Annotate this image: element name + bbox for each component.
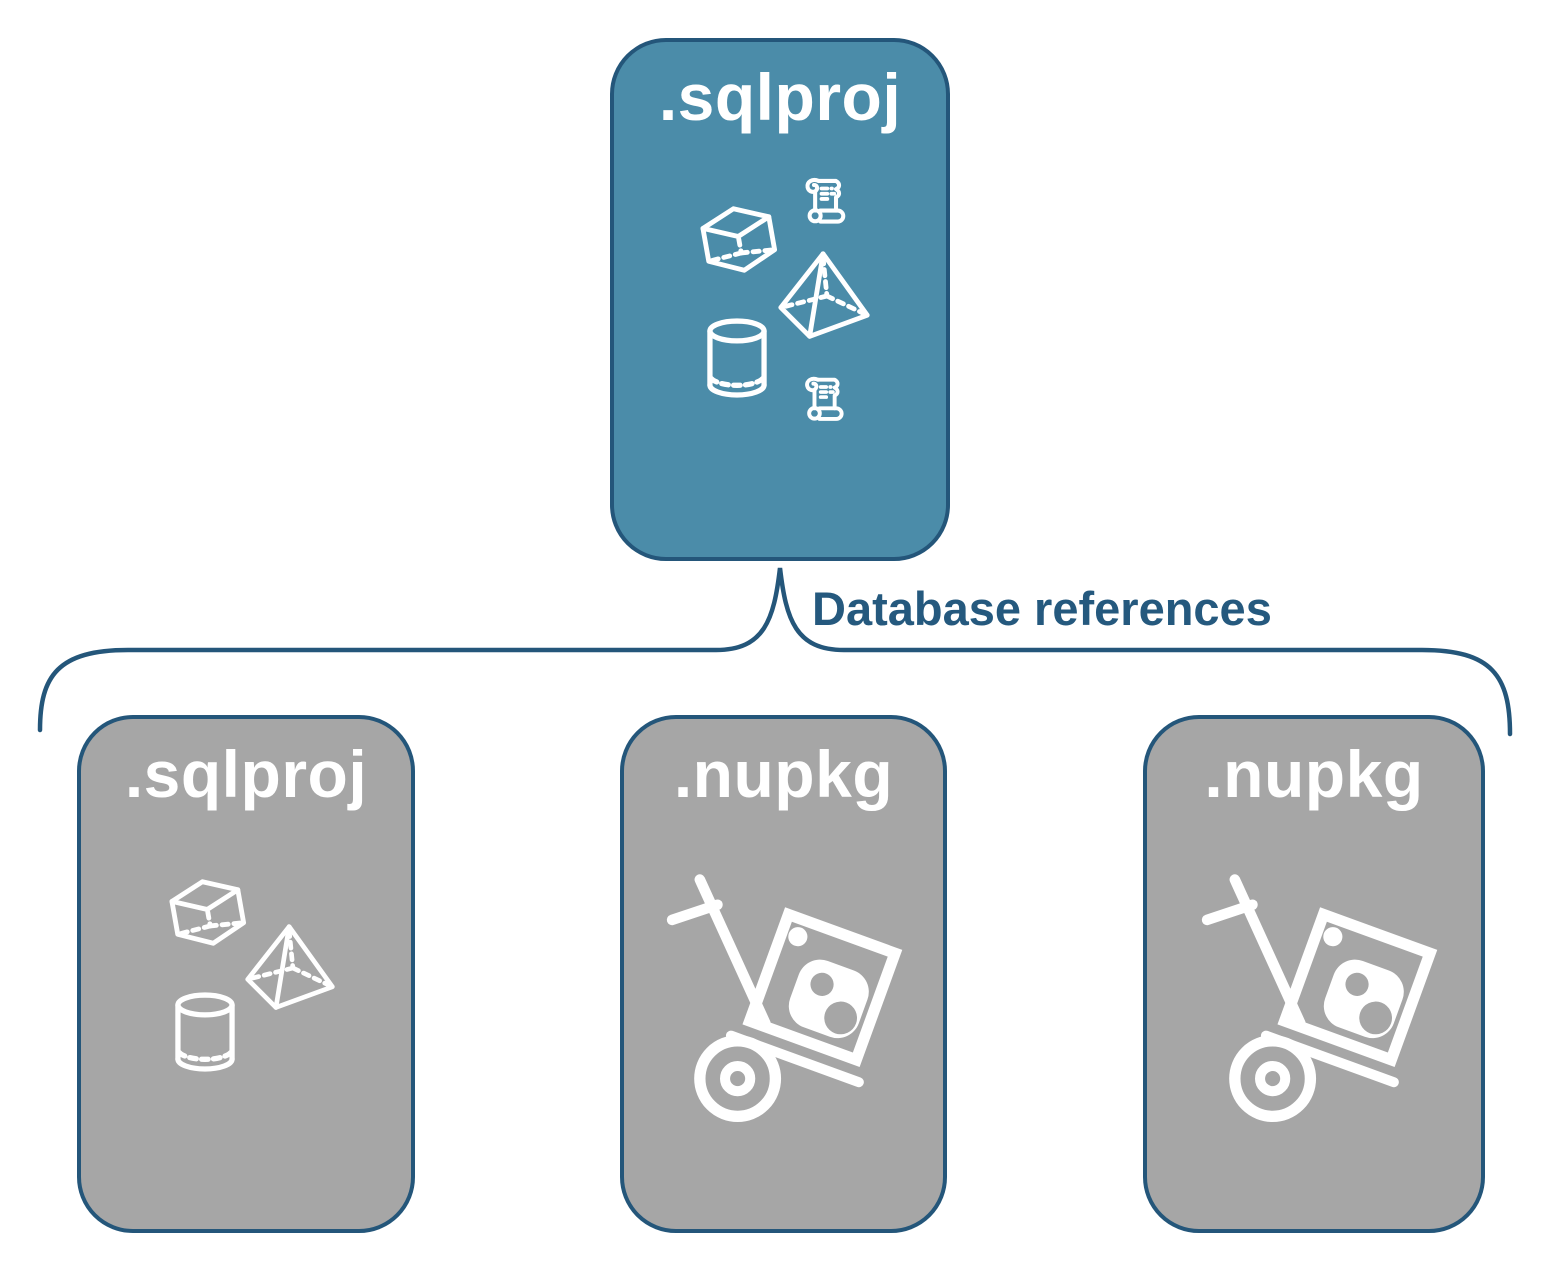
node-child-label: .nupkg bbox=[1204, 737, 1424, 811]
package-dolly-icon bbox=[666, 874, 903, 1123]
node-child-label: .nupkg bbox=[673, 737, 894, 811]
node-child-sqlproj: .sqlproj bbox=[77, 715, 415, 1233]
pyramid-icon bbox=[245, 924, 335, 1010]
node-root-label: .sqlproj bbox=[658, 60, 902, 134]
cube-icon bbox=[169, 879, 247, 946]
node-root-sqlproj: .sqlproj bbox=[610, 38, 950, 561]
pyramid-icon bbox=[778, 251, 870, 339]
scroll-icon bbox=[805, 177, 846, 224]
scroll-icon bbox=[805, 376, 844, 421]
cube-icon bbox=[700, 206, 778, 273]
cylinder-icon bbox=[707, 318, 767, 398]
node-child-nupkg-2: .nupkg bbox=[1143, 715, 1485, 1233]
connector-label: Database references bbox=[812, 582, 1272, 635]
brace-connector bbox=[37, 567, 1513, 737]
cylinder-icon bbox=[175, 992, 235, 1072]
package-dolly-icon bbox=[1201, 874, 1438, 1123]
node-child-label: .sqlproj bbox=[124, 737, 368, 811]
node-child-nupkg-1: .nupkg bbox=[620, 715, 947, 1233]
